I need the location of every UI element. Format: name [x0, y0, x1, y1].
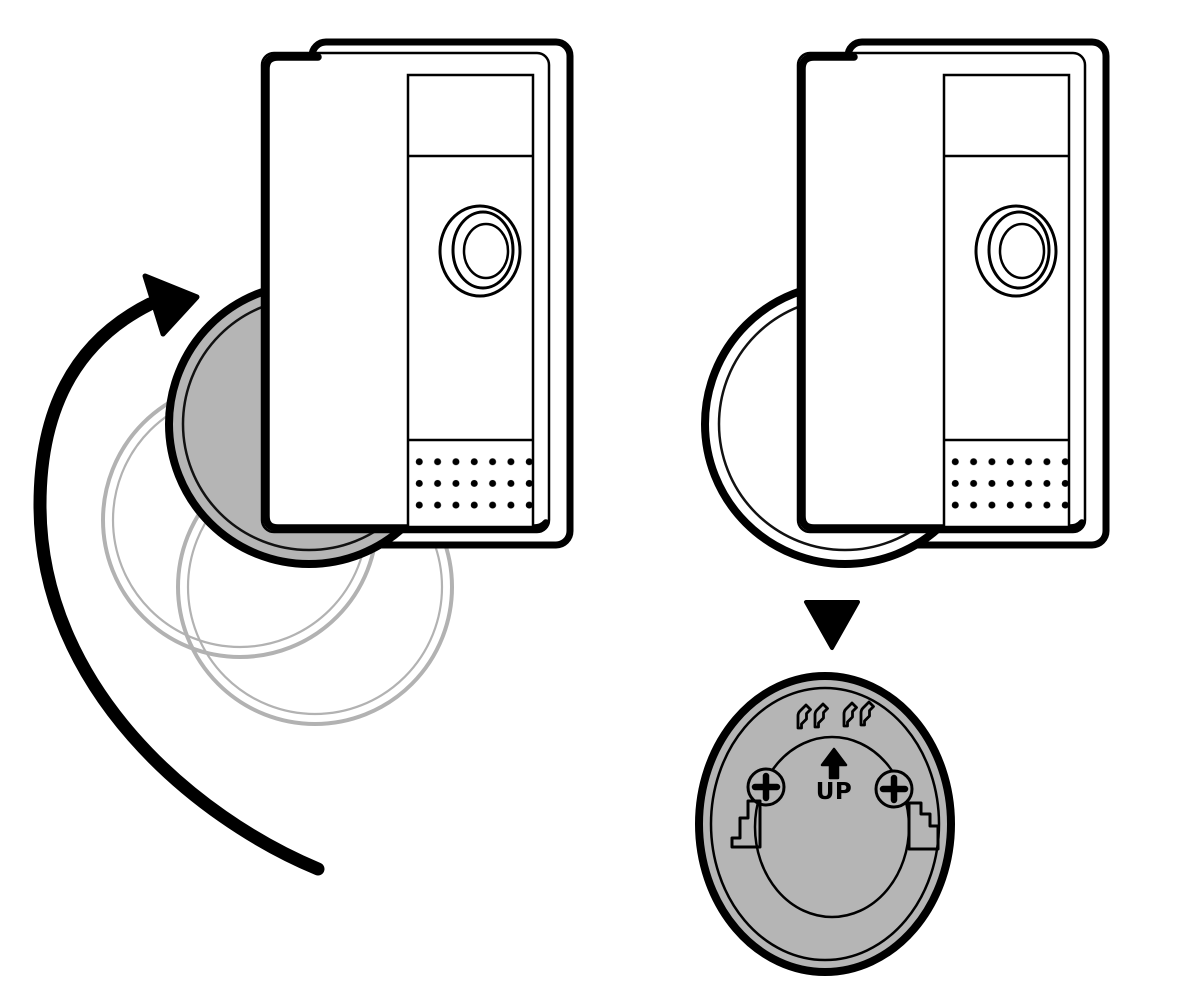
- camera-front-panel: [406, 73, 535, 529]
- camera-front-panel-outline: [942, 73, 1071, 529]
- speaker-grille-icon: [412, 455, 535, 512]
- camera-front-silhouette: [798, 53, 1086, 532]
- clip-icon-right: [842, 700, 875, 728]
- down-arrow-icon: [804, 600, 860, 650]
- camera-lens-icon: [438, 204, 522, 298]
- screw-icon-right: [874, 769, 914, 809]
- camera-body: [260, 51, 551, 534]
- camera-body: [796, 51, 1087, 534]
- tab-icon-right: [907, 801, 940, 851]
- camera-front-panel-outline: [406, 73, 535, 529]
- up-arrow-icon: [820, 747, 848, 780]
- mounting-plate: UP: [695, 672, 955, 976]
- screw-icon-left: [746, 767, 786, 807]
- camera-front-silhouette: [262, 53, 550, 532]
- rotation-arrow-icon: [33, 273, 325, 876]
- camera-lens-icon: [974, 204, 1058, 298]
- plate-inner-ring: [709, 686, 941, 962]
- rotation-arrow-head: [142, 273, 200, 337]
- speaker-grille-icon: [948, 455, 1071, 512]
- right-camera-figure: [701, 38, 1110, 568]
- up-label: UP: [816, 779, 853, 805]
- rotation-arrow-arc: [33, 297, 325, 876]
- tab-icon-left: [730, 799, 762, 849]
- left-camera-figure: [33, 38, 574, 876]
- clip-icon-left: [796, 702, 829, 730]
- plate-outline: [695, 672, 955, 976]
- camera-front-panel: [942, 73, 1071, 529]
